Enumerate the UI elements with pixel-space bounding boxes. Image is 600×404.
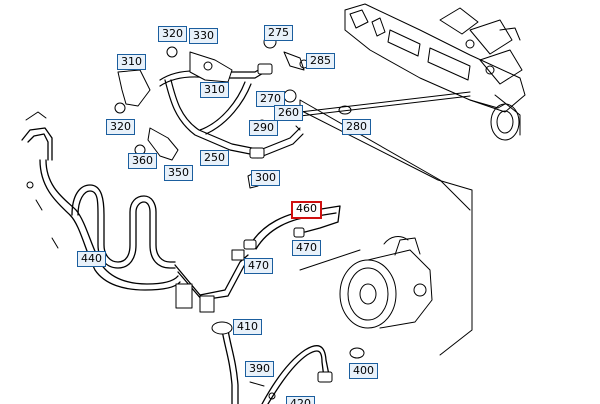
part-tag-440[interactable]: 440 [77,251,106,267]
part-tag-275[interactable]: 275 [264,25,293,41]
part-tag-420[interactable]: 420 [286,396,315,404]
part-tag-290[interactable]: 290 [249,120,278,136]
steering-gear-illustration [344,3,526,141]
lower-line-assembly [211,321,365,404]
power-steering-pump [339,236,433,329]
part-tag-310-upper[interactable]: 310 [117,54,146,70]
cooler-coil [21,111,251,313]
part-tag-270[interactable]: 270 [256,91,285,107]
part-tag-470-right[interactable]: 470 [292,240,321,256]
part-tag-470-left[interactable]: 470 [244,258,273,274]
part-tag-285[interactable]: 285 [306,53,335,69]
part-tag-310-lower[interactable]: 310 [200,82,229,98]
part-tag-320-lower[interactable]: 320 [106,119,135,135]
part-tag-350[interactable]: 350 [164,165,193,181]
part-tag-400[interactable]: 400 [349,363,378,379]
part-tag-410[interactable]: 410 [233,319,262,335]
part-tag-330[interactable]: 330 [189,28,218,44]
part-tag-260[interactable]: 260 [274,105,303,121]
part-tag-360[interactable]: 360 [128,153,157,169]
part-tag-390[interactable]: 390 [245,361,274,377]
part-tag-300[interactable]: 300 [251,170,280,186]
part-tag-320[interactable]: 320 [158,26,187,42]
part-tag-460-selected[interactable]: 460 [291,201,322,219]
part-tag-250[interactable]: 250 [200,150,229,166]
part-tag-280[interactable]: 280 [342,119,371,135]
